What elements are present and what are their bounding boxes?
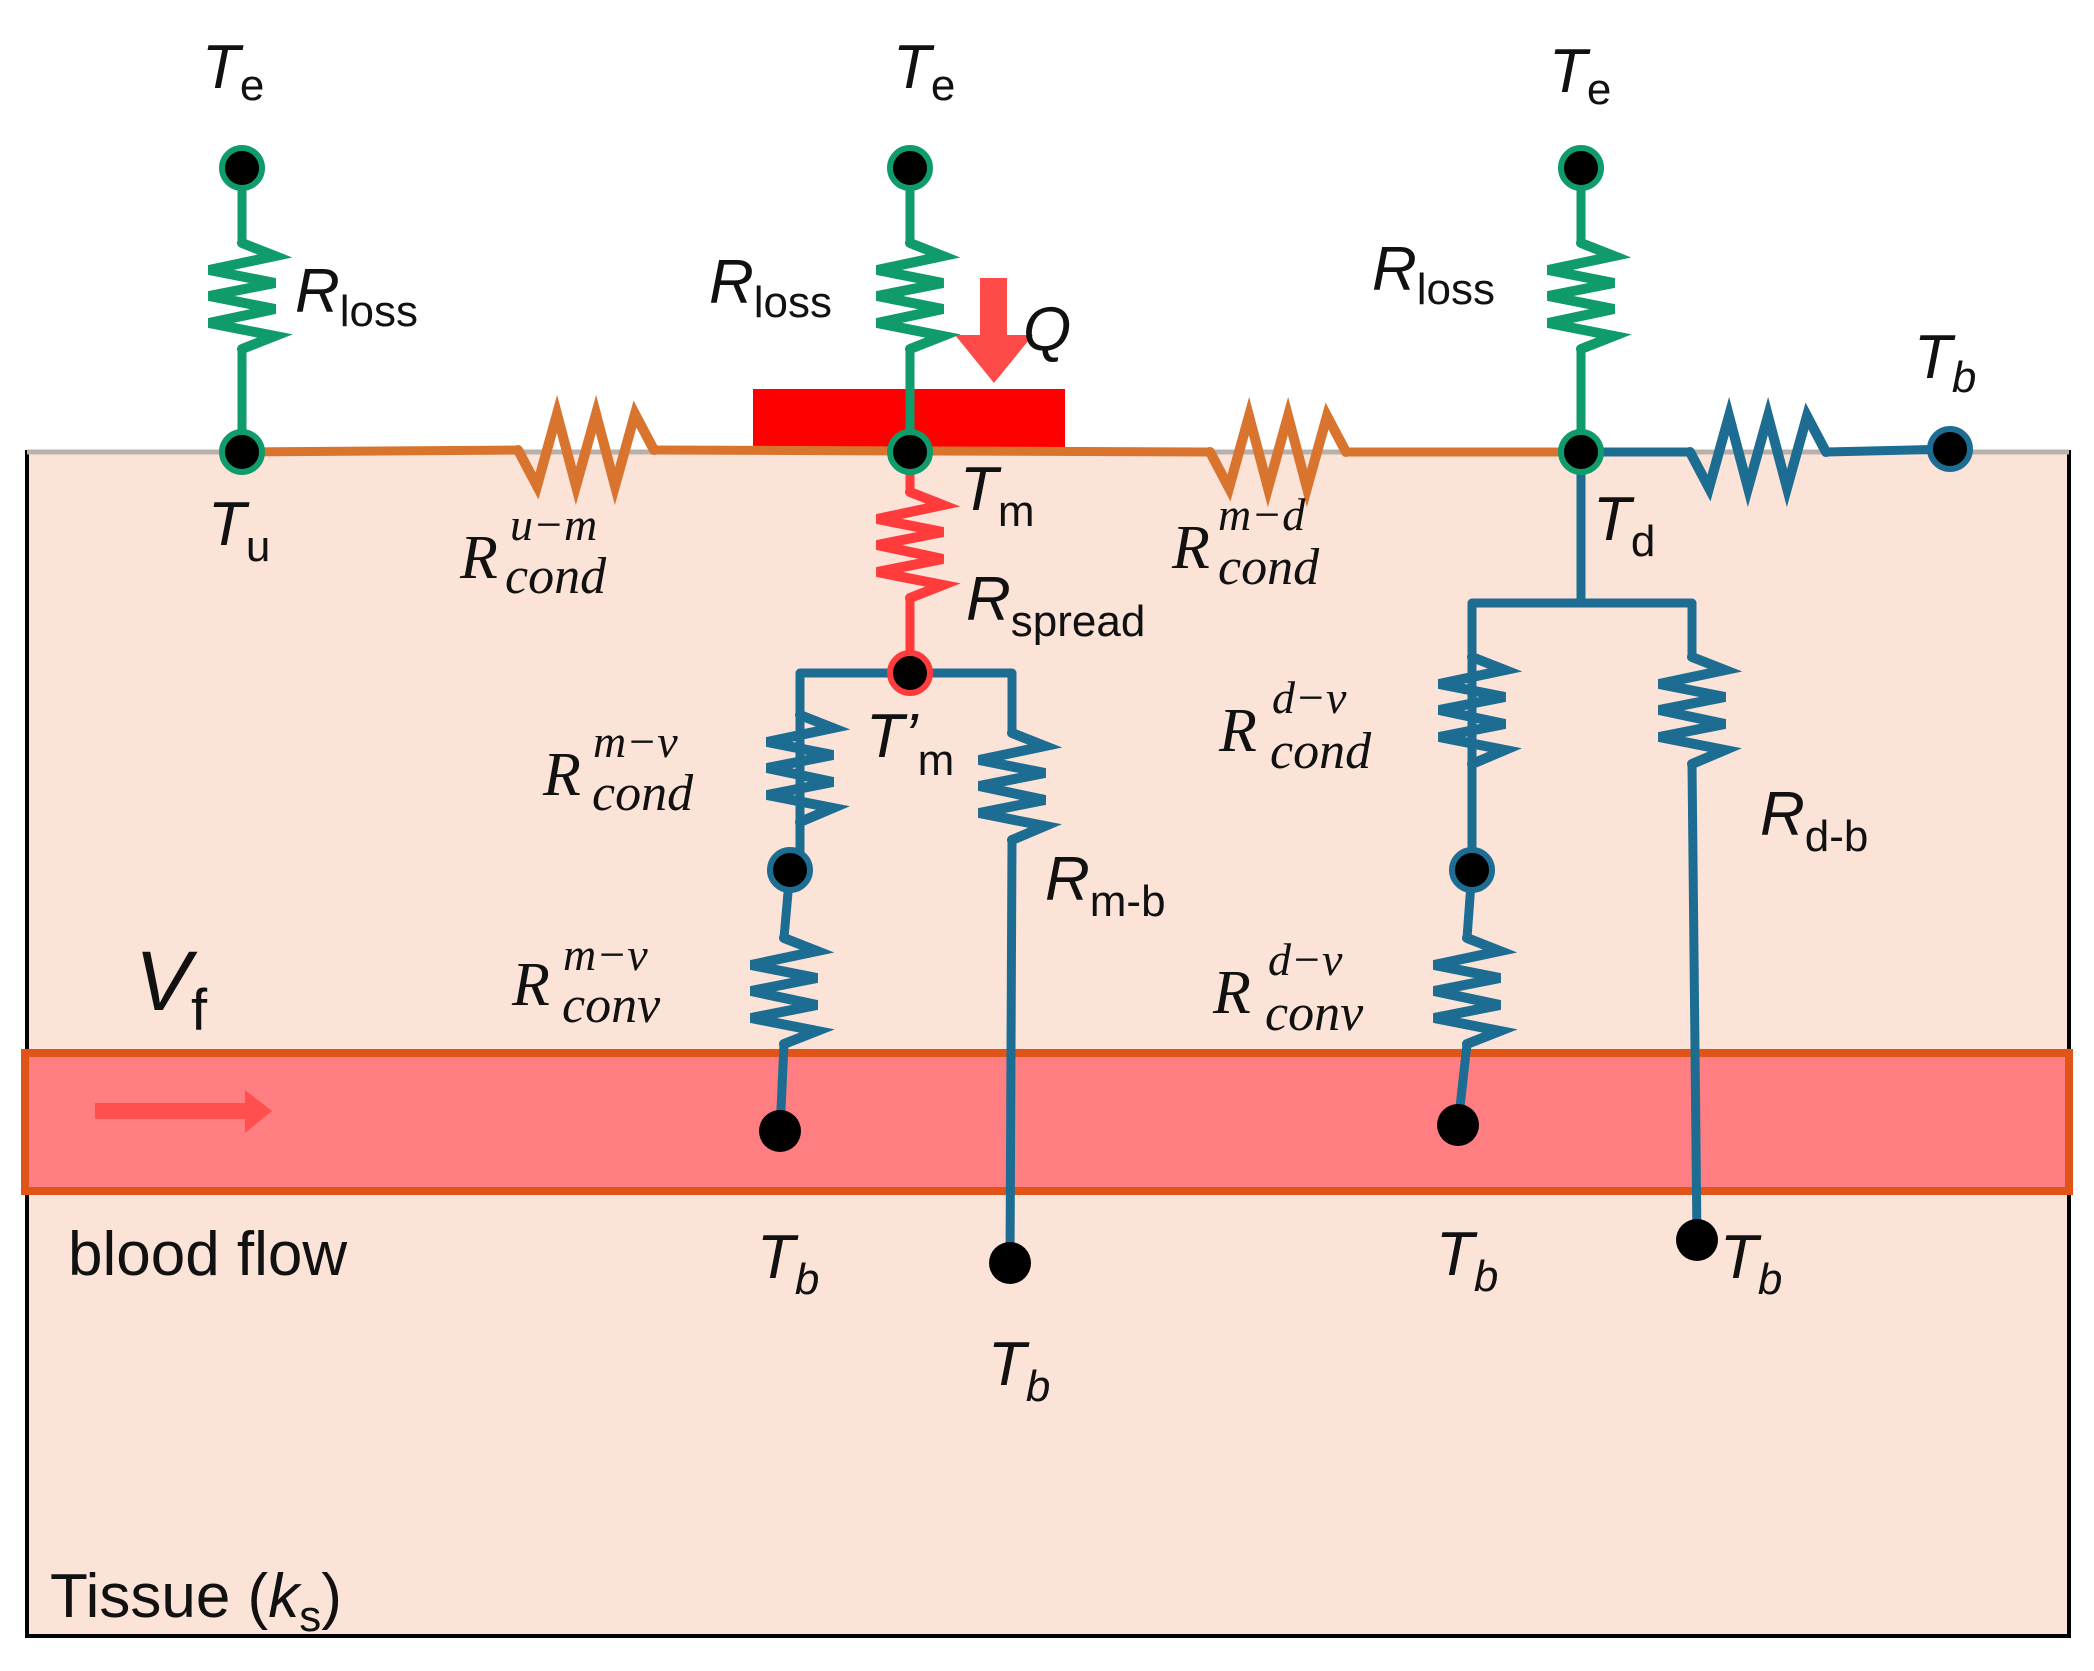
label-rdb: Rd-b [1760,780,1868,861]
node-mv-mid [767,847,813,893]
node-tm [887,429,933,475]
loss-branch-right [1546,163,1632,457]
label-tissue: Tissue (ks) [50,1562,342,1641]
label-te-mid: Te [893,33,955,110]
label-rcond-dv-sub: cond [1270,723,1372,780]
labels: Te Te Te Rloss Rloss Rloss Q Tb Tu Tm Td… [50,33,1976,1641]
node-tb-mb [989,1242,1031,1284]
node-tu [219,429,265,475]
label-rloss-mid: Rloss [709,248,832,327]
label-rconv-dv-sub: conv [1265,985,1364,1042]
label-rcond-mv: R [542,741,581,809]
label-rcond-um-sub: cond [505,548,607,605]
label-vf: Vf [135,934,208,1043]
label-rconv-mv-sup: m−v [563,929,648,980]
nodes [219,145,1973,1284]
label-rspread: Rspread [966,565,1145,646]
label-rcond-dv: R [1218,697,1257,765]
label-rcond-md-sub: cond [1218,539,1320,596]
label-rconv-mv: R [511,951,550,1019]
node-te-left [219,145,265,191]
label-q: Q [1023,295,1071,364]
label-tb-db: Tb [1720,1223,1782,1304]
label-tb-vessel-left: Tb [757,1223,819,1304]
label-tm: Tm [960,455,1035,536]
label-rcond-md-sup: m−d [1218,489,1306,540]
node-tb-vessel-left [759,1110,801,1152]
label-rconv-dv: R [1212,959,1251,1027]
node-tb-top-right [1927,426,1973,472]
node-tb-vessel-right [1437,1104,1479,1146]
blood-flow-arrow [95,1090,272,1133]
heat-flux-arrow [955,278,1033,383]
label-rconv-dv-sup: d−v [1268,934,1343,985]
label-rcond-mv-sup: m−v [593,716,678,767]
label-td: Td [1593,485,1655,566]
label-rmb: Rm-b [1045,845,1166,926]
label-rloss-left: Rloss [295,257,418,336]
label-rconv-mv-sub: conv [562,977,661,1034]
loss-branch-left [207,163,293,457]
node-te-mid [887,145,933,191]
label-rcond-um: R [459,524,498,592]
label-rcond-md: R [1171,514,1210,582]
tissue-region [25,450,2071,1638]
label-tb-vessel-right: Tb [1436,1220,1498,1301]
node-td [1558,429,1604,475]
node-dv-mid [1449,847,1495,893]
label-rloss-right: Rloss [1372,235,1495,314]
blood-vessel [21,1049,2073,1195]
label-tm-prime: T’m [866,702,954,785]
label-rcond-dv-sup: d−v [1272,672,1347,723]
label-te-left: Te [202,33,264,110]
label-tb-mb: Tb [988,1330,1050,1411]
node-te-right [1558,145,1604,191]
node-tb-db [1676,1219,1718,1261]
node-tm-prime [887,650,933,696]
label-rcond-um-sup: u−m [510,499,597,550]
label-te-right: Te [1549,37,1611,114]
label-rcond-mv-sub: cond [592,765,694,822]
label-tb-top-right: Tb [1914,323,1976,402]
label-tu: Tu [208,490,270,571]
label-blood-flow: blood flow [68,1220,347,1289]
